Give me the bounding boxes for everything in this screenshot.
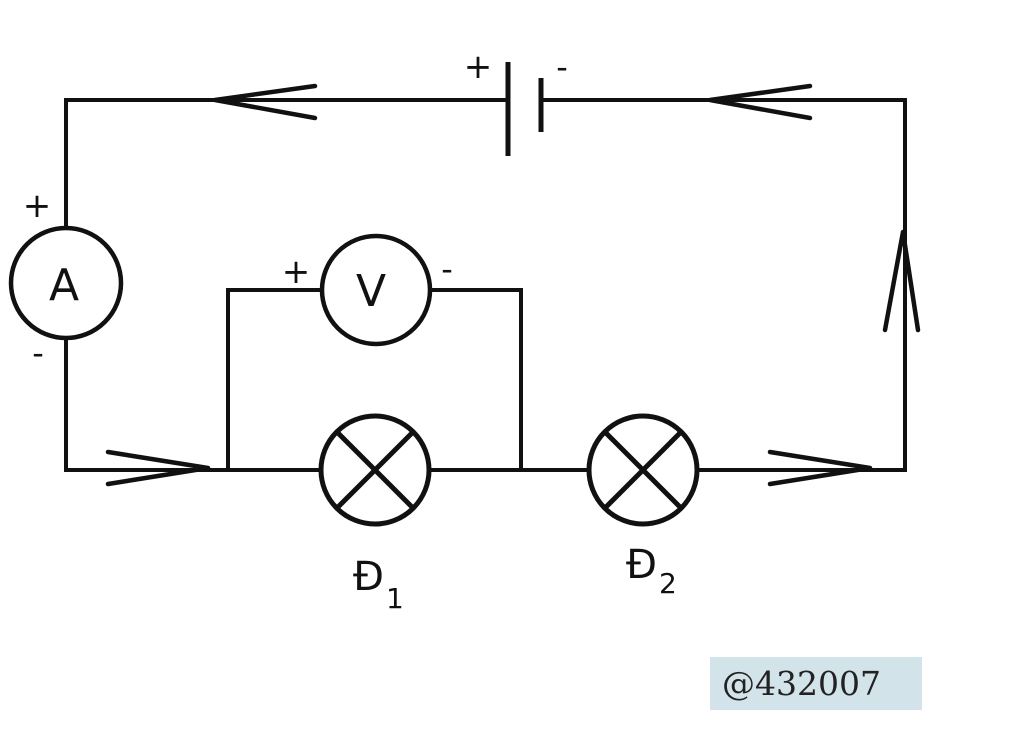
lamp-2-name: Đ <box>626 542 657 588</box>
ammeter: A + - <box>8 186 124 372</box>
lamp-1-cross-b <box>335 430 415 510</box>
lamp-1-name: Đ <box>353 554 384 600</box>
voltmeter: V + - <box>282 233 453 347</box>
ammeter-negative-sign: - <box>32 334 44 372</box>
ammeter-circle <box>8 225 124 341</box>
battery: + - <box>464 47 568 156</box>
arrow-bottom-left-icon <box>105 449 211 487</box>
watermark-background <box>710 657 922 710</box>
arrow-top-right-icon <box>707 83 813 121</box>
voltmeter-right-lead <box>428 288 523 472</box>
lamp-2: Đ2 <box>586 413 700 600</box>
voltmeter-left-lead <box>226 288 324 472</box>
arrow-bottom-right-icon <box>767 449 873 487</box>
ammeter-positive-sign: + <box>23 186 52 226</box>
watermark: @432007 <box>710 657 922 710</box>
voltmeter-label: V <box>356 266 386 317</box>
lamp-2-subscript: 2 <box>659 567 677 600</box>
lamp-1: Đ1 <box>318 413 432 615</box>
ammeter-label: A <box>49 260 79 311</box>
battery-positive-sign: + <box>464 47 493 87</box>
battery-negative-sign: - <box>556 48 568 86</box>
lamp-1-label: Đ1 <box>353 554 404 615</box>
arrow-top-left-icon <box>212 83 318 121</box>
arrow-right-up-icon <box>882 229 921 333</box>
lamp-2-cross-b <box>603 430 683 510</box>
watermark-text: @432007 <box>722 664 881 703</box>
lamp-1-subscript: 1 <box>386 582 404 615</box>
current-arrows <box>105 83 921 487</box>
voltmeter-circle <box>319 233 433 347</box>
lamp-2-label: Đ2 <box>626 542 677 600</box>
voltmeter-positive-sign: + <box>282 252 311 292</box>
voltmeter-negative-sign: - <box>441 250 453 288</box>
